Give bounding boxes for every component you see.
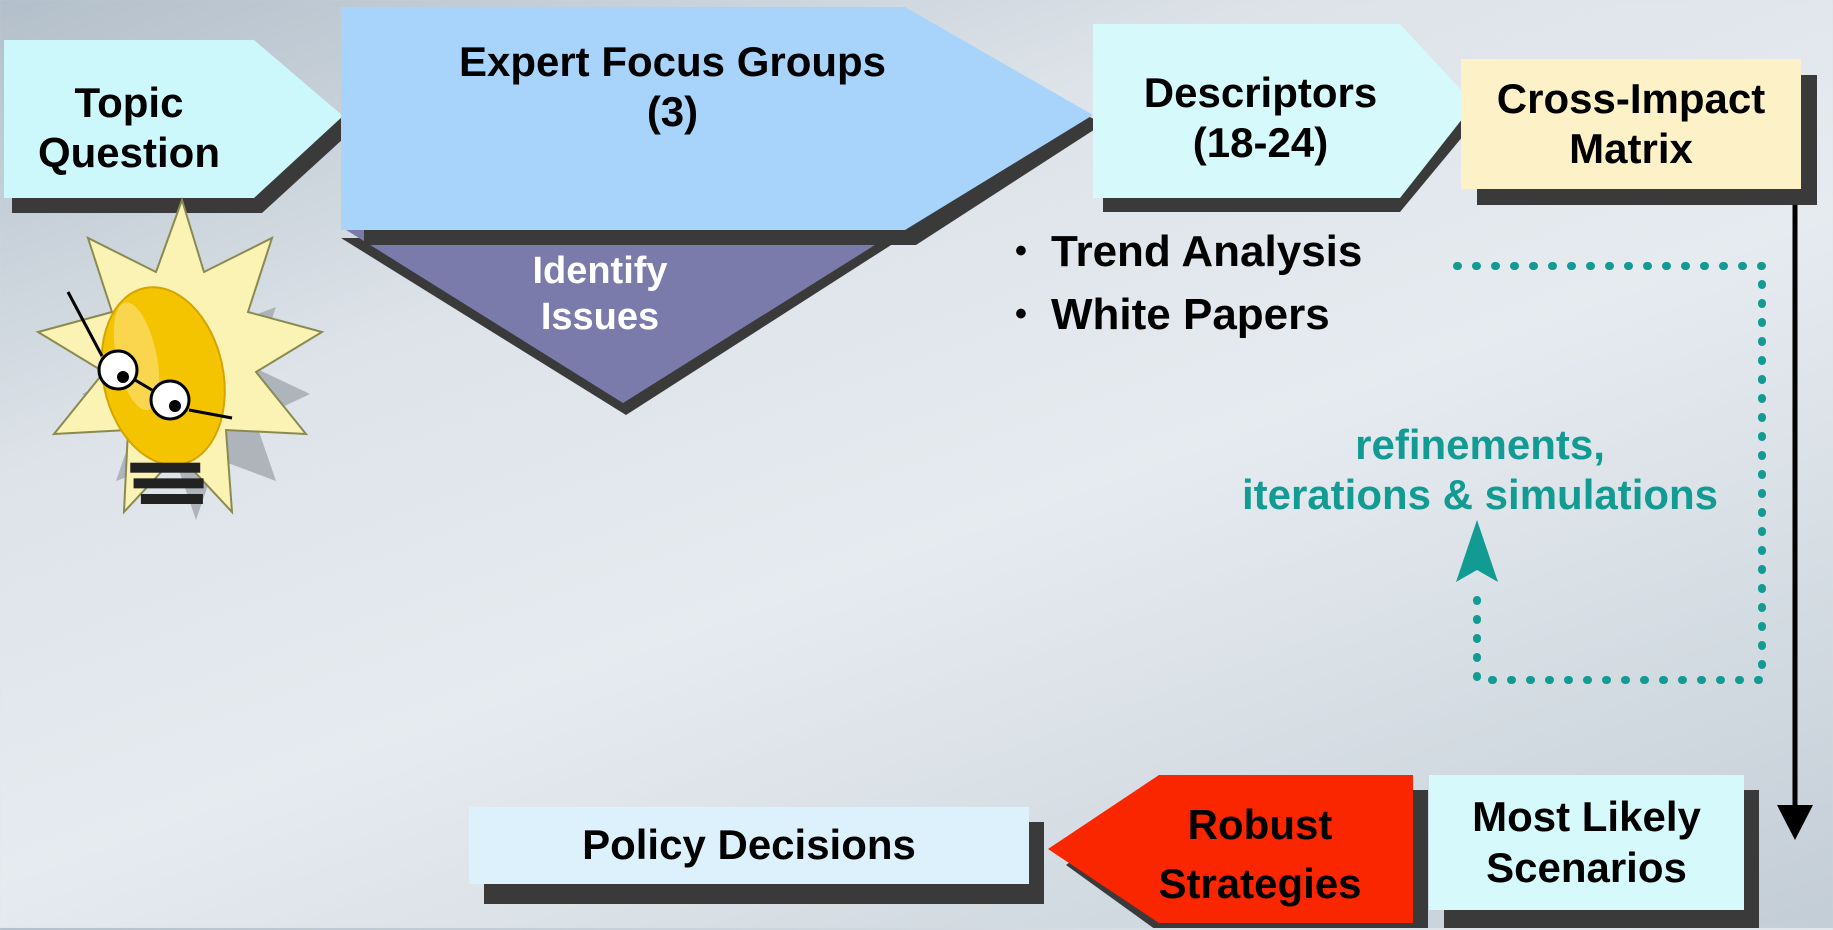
identify-issues-shape	[341, 228, 902, 415]
robust-strategies-label: Robust Strategies	[1158, 801, 1362, 907]
down-arrow	[1777, 205, 1813, 840]
most-likely-scenarios-label: Most Likely Scenarios	[1472, 793, 1701, 891]
lightbulb-mascot-icon	[35, 196, 325, 520]
topic-question-label: Topic Question	[37, 78, 220, 176]
source-bullet-list: •Trend Analysis •White Papers	[1015, 220, 1362, 346]
feedback-loop-label: refinements, iterations & simulations	[1241, 420, 1719, 518]
cross-impact-matrix-shape	[1461, 59, 1817, 205]
bullet-item: •White Papers	[1015, 290, 1330, 339]
feedback-loop	[1453, 262, 1766, 684]
topic-question-shape	[4, 40, 355, 213]
expert-focus-groups-shape	[341, 7, 1103, 245]
cross-impact-matrix-label: Cross-Impact Matrix	[1496, 74, 1766, 172]
identify-issues-label: Identify Issues	[532, 250, 668, 338]
most-likely-scenarios-shape	[1429, 775, 1759, 928]
policy-decisions-label: Policy Decisions	[582, 821, 916, 869]
robust-strategies-shape	[1048, 775, 1428, 928]
policy-decisions-shape	[469, 807, 1044, 904]
descriptors-shape	[1093, 24, 1483, 212]
bullet-item: •Trend Analysis	[1015, 227, 1363, 276]
descriptors-label: Descriptors (18-24)	[1143, 68, 1378, 166]
expert-focus-groups-label: Expert Focus Groups (3)	[458, 37, 887, 135]
loop-arrowhead-icon	[1456, 520, 1498, 582]
